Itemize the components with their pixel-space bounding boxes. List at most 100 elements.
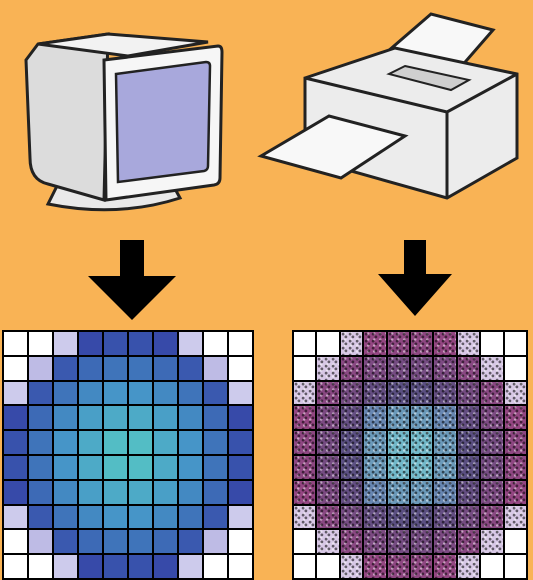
grid-cell — [204, 431, 227, 454]
grid-cell — [505, 332, 526, 355]
down-arrow-icon — [86, 240, 178, 320]
grid-cell — [481, 406, 502, 429]
grid-cell — [79, 332, 102, 355]
grid-cell — [229, 431, 252, 454]
grid-cell — [204, 456, 227, 479]
grid-cell — [204, 332, 227, 355]
grid-cell — [411, 332, 432, 355]
grid-cell — [79, 357, 102, 380]
grid-cell — [388, 382, 409, 405]
grid-cell — [411, 456, 432, 479]
grid-cell — [29, 431, 52, 454]
grid-cell — [129, 481, 152, 504]
grid-cell — [317, 555, 338, 578]
grid-cell — [104, 357, 127, 380]
grid-cell — [458, 332, 479, 355]
grid-cell — [458, 506, 479, 529]
grid-cell — [179, 382, 202, 405]
grid-cell — [4, 382, 27, 405]
grid-cell — [364, 481, 385, 504]
grid-cell — [179, 456, 202, 479]
grid-cell — [204, 382, 227, 405]
grid-cell — [481, 530, 502, 553]
grid-cell — [434, 431, 455, 454]
grid-cell — [364, 406, 385, 429]
grid-cell — [104, 382, 127, 405]
grid-cell — [154, 431, 177, 454]
grid-cell — [204, 357, 227, 380]
grid-cell — [341, 481, 362, 504]
grid-cell — [388, 406, 409, 429]
grid-cell — [434, 555, 455, 578]
grid-cell — [129, 506, 152, 529]
grid-cell — [129, 382, 152, 405]
monitor-icon — [8, 8, 230, 220]
grid-cell — [317, 406, 338, 429]
grid-cell — [411, 431, 432, 454]
grid-cell — [154, 332, 177, 355]
grid-cell — [229, 555, 252, 578]
grid-cell — [317, 481, 338, 504]
grid-cell — [54, 555, 77, 578]
grid-cell — [317, 456, 338, 479]
grid-cell — [204, 530, 227, 553]
grid-cell — [505, 431, 526, 454]
grid-cell — [179, 530, 202, 553]
grid-cell — [505, 456, 526, 479]
grid-cell — [341, 555, 362, 578]
grid-cell — [29, 456, 52, 479]
grid-cell — [388, 481, 409, 504]
grid-cell — [104, 530, 127, 553]
grid-cell — [129, 555, 152, 578]
grid-cell — [154, 555, 177, 578]
grid-cell — [341, 456, 362, 479]
grid-cell — [458, 456, 479, 479]
grid-cell — [79, 406, 102, 429]
grid-cell — [388, 332, 409, 355]
grid-cell — [29, 530, 52, 553]
grid-cell — [388, 506, 409, 529]
grid-cell — [458, 431, 479, 454]
grid-cell — [505, 406, 526, 429]
grid-cell — [29, 406, 52, 429]
grid-cell — [294, 406, 315, 429]
grid-cell — [458, 382, 479, 405]
grid-cell — [434, 506, 455, 529]
grid-cell — [317, 506, 338, 529]
grid-cell — [54, 481, 77, 504]
grid-cell — [481, 506, 502, 529]
grid-cell — [4, 431, 27, 454]
grid-cell — [294, 332, 315, 355]
grid-cell — [129, 332, 152, 355]
grid-cell — [341, 431, 362, 454]
grid-cell — [294, 506, 315, 529]
grid-cell — [229, 406, 252, 429]
grid-cell — [481, 481, 502, 504]
grid-cell — [294, 431, 315, 454]
grid-cell — [4, 332, 27, 355]
grid-cell — [434, 357, 455, 380]
grid-cell — [229, 357, 252, 380]
grid-cell — [229, 481, 252, 504]
grid-cell — [505, 382, 526, 405]
grid-cell — [411, 357, 432, 380]
grid-cell — [204, 555, 227, 578]
grid-cell — [317, 530, 338, 553]
grid-cell — [505, 506, 526, 529]
grid-cell — [129, 431, 152, 454]
grid-cell — [4, 357, 27, 380]
grid-cell — [364, 506, 385, 529]
grid-cell — [79, 555, 102, 578]
grid-cell — [54, 506, 77, 529]
grid-cell — [104, 481, 127, 504]
grid-cell — [229, 456, 252, 479]
grid-cell — [294, 481, 315, 504]
grid-cell — [129, 406, 152, 429]
grid-cell — [179, 332, 202, 355]
grid-cell — [179, 481, 202, 504]
grid-cell — [411, 406, 432, 429]
grid-cell — [154, 481, 177, 504]
grid-cell — [179, 506, 202, 529]
grid-cell — [204, 506, 227, 529]
grid-cell — [129, 530, 152, 553]
